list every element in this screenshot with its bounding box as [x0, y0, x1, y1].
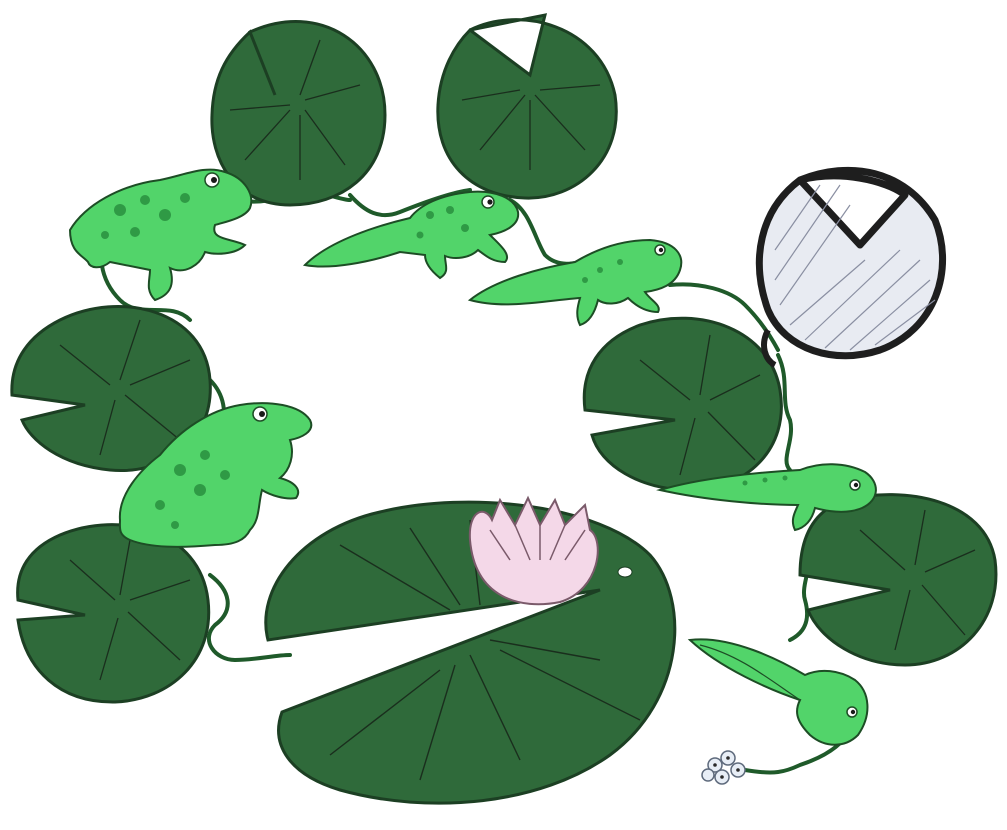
lily-pad-right-lower	[800, 495, 996, 665]
lily-pad-left-bottom	[18, 525, 209, 702]
blank-lily-pad-icon	[759, 170, 942, 365]
frog-eggs-icon	[702, 751, 745, 784]
tadpole-icon	[690, 639, 867, 744]
adult-frog-icon	[70, 170, 251, 300]
lily-pad-top-center	[438, 15, 616, 198]
young-frog-icon	[305, 192, 518, 278]
lily-pad-right-middle	[584, 318, 781, 490]
